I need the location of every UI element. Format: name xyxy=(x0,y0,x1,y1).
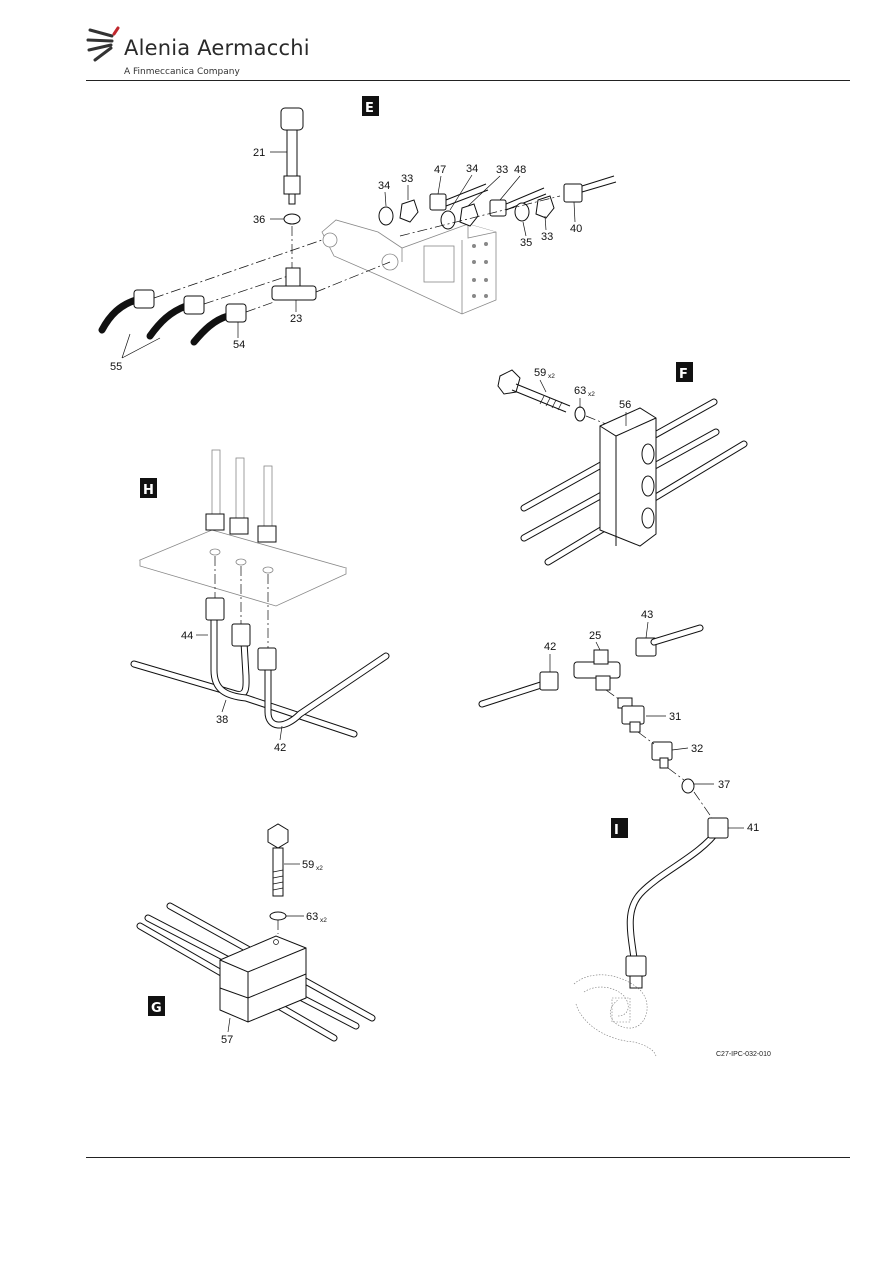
panel-plate xyxy=(138,529,348,607)
part-37-seal xyxy=(681,778,695,794)
view-e: E xyxy=(98,96,617,373)
svg-text:47: 47 xyxy=(434,164,446,176)
svg-text:43: 43 xyxy=(641,609,653,621)
svg-text:42: 42 xyxy=(274,742,286,754)
svg-text:41: 41 xyxy=(747,822,759,834)
svg-text:F: F xyxy=(679,367,688,382)
svg-text:x2: x2 xyxy=(320,917,327,924)
figure-reference: C27-IPC-032-010 xyxy=(716,1051,771,1058)
header-divider xyxy=(86,80,850,81)
svg-text:x2: x2 xyxy=(316,865,323,872)
hose-55-a xyxy=(98,289,155,334)
footer-divider xyxy=(86,1157,850,1158)
structure-outline xyxy=(573,974,657,1057)
svg-text:63: 63 xyxy=(574,385,586,397)
svg-text:34: 34 xyxy=(466,163,478,175)
svg-text:33: 33 xyxy=(541,231,553,243)
view-label-e: E xyxy=(362,96,379,116)
svg-text:34: 34 xyxy=(378,180,390,192)
svg-text:38: 38 xyxy=(216,714,228,726)
page-header: Alenia Aermacchi A Finmeccanica Company xyxy=(0,0,893,82)
svg-text:63: 63 xyxy=(306,911,318,923)
part-63-washer-g xyxy=(269,911,287,921)
view-label-f: F xyxy=(676,362,693,382)
svg-text:59: 59 xyxy=(534,367,546,379)
callouts-e: 21 36 34 33 47 34 33 48 35 33 40 55 54 2… xyxy=(110,147,582,373)
view-g: G 59 x2 63 x2 57 xyxy=(136,823,376,1046)
callouts-h: 44 38 42 xyxy=(181,630,286,754)
svg-text:54: 54 xyxy=(233,339,245,351)
svg-text:44: 44 xyxy=(181,630,193,642)
svg-text:37: 37 xyxy=(718,779,730,791)
view-label-h: H xyxy=(140,478,157,498)
svg-text:35: 35 xyxy=(520,237,532,249)
svg-text:H: H xyxy=(143,483,154,498)
view-f: F 59 x2 63 x2 56 xyxy=(497,362,748,566)
svg-text:48: 48 xyxy=(514,164,526,176)
svg-text:21: 21 xyxy=(253,147,265,159)
svg-text:G: G xyxy=(151,1001,162,1016)
svg-text:x2: x2 xyxy=(588,391,595,398)
brand-name: Alenia Aermacchi xyxy=(124,36,310,60)
tube-41 xyxy=(625,817,729,989)
svg-text:56: 56 xyxy=(619,399,631,411)
part-36-washer xyxy=(283,213,301,225)
mounting-bracket xyxy=(321,219,497,315)
callouts-f: 59 x2 63 x2 56 xyxy=(534,367,631,426)
view-i: I xyxy=(478,609,759,1057)
svg-text:55: 55 xyxy=(110,361,122,373)
svg-text:42: 42 xyxy=(544,641,556,653)
svg-text:23: 23 xyxy=(290,313,302,325)
union-31-32 xyxy=(617,697,673,769)
part-63-washer-f xyxy=(574,406,586,422)
part-23-tee xyxy=(271,267,317,301)
view-label-i: I xyxy=(611,818,628,838)
part-57-clamp xyxy=(219,935,307,1023)
part-56-clamp xyxy=(599,407,657,547)
svg-text:32: 32 xyxy=(691,743,703,755)
tee-assembly xyxy=(478,624,704,708)
svg-text:x2: x2 xyxy=(548,373,555,380)
part-59-bolt-f xyxy=(497,369,571,413)
fittings-row xyxy=(378,175,617,230)
studs-h xyxy=(205,449,277,574)
tubes-h xyxy=(130,597,390,738)
callouts-g: 59 x2 63 x2 57 xyxy=(221,859,327,1046)
svg-text:I: I xyxy=(614,823,619,838)
view-label-g: G xyxy=(148,996,165,1016)
svg-text:33: 33 xyxy=(401,173,413,185)
alenia-logo-icon xyxy=(86,26,120,62)
hose-55-b xyxy=(146,295,205,340)
hose-54 xyxy=(190,303,247,346)
svg-text:59: 59 xyxy=(302,859,314,871)
svg-text:36: 36 xyxy=(253,214,265,226)
svg-text:31: 31 xyxy=(669,711,681,723)
svg-text:E: E xyxy=(365,101,374,116)
part-59-bolt-g xyxy=(267,823,289,897)
brand-tagline: A Finmeccanica Company xyxy=(124,67,240,77)
part-21-plunger xyxy=(280,107,304,205)
svg-text:33: 33 xyxy=(496,164,508,176)
svg-text:57: 57 xyxy=(221,1034,233,1046)
svg-text:40: 40 xyxy=(570,223,582,235)
view-h: H 44 38 xyxy=(130,449,390,754)
svg-text:25: 25 xyxy=(589,630,601,642)
callouts-i: 42 25 43 31 32 37 41 xyxy=(544,609,759,834)
